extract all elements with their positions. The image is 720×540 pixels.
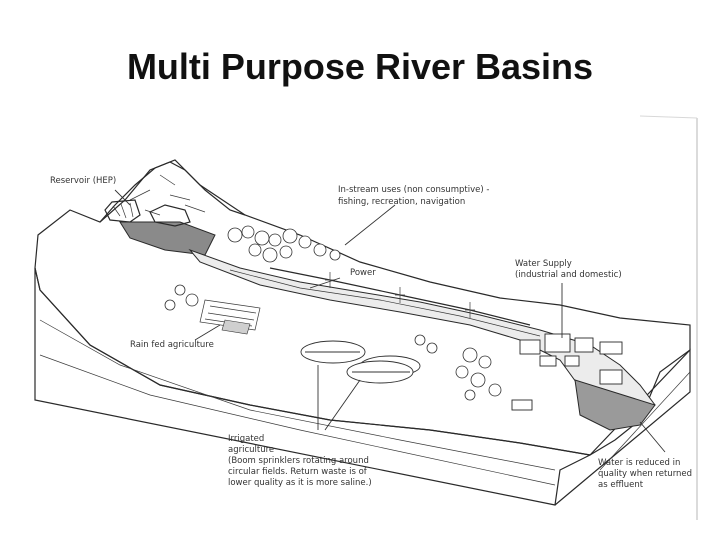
label-irrigated-line5: lower quality as it is more saline.) <box>228 478 372 488</box>
label-rainfed: Rain fed agriculture <box>130 340 214 350</box>
label-irrigated-line1: Irrigated <box>228 434 264 444</box>
label-power: Power <box>350 268 376 278</box>
label-instream-line2: fishing, recreation, navigation <box>338 197 465 207</box>
reservoir-dam <box>104 199 216 256</box>
label-effluent-line2: quality when returned <box>598 469 692 479</box>
forest <box>164 225 502 401</box>
label-effluent-line3: as effluent <box>598 480 644 490</box>
slide-title: Multi Purpose River Basins <box>126 46 594 87</box>
label-irrigated-line4: circular fields. Return waste is of <box>228 467 368 477</box>
town-buildings <box>511 333 623 411</box>
label-water-supply-line2: (industrial and domestic) <box>515 270 622 280</box>
label-irrigated-line3: (Boom sprinklers rotating around <box>228 456 369 466</box>
river <box>188 248 656 431</box>
terrain-block <box>34 159 691 506</box>
label-water-supply-line1: Water Supply <box>515 259 572 269</box>
label-effluent-line1: Water is reduced in <box>598 458 680 468</box>
label-pointers <box>114 189 666 453</box>
mountain <box>99 161 246 223</box>
rainfed-fields <box>199 299 261 335</box>
label-instream-line1: In-stream uses (non consumptive) - <box>338 185 489 195</box>
label-irrigated-line2: agriculture <box>228 445 274 455</box>
river-basin-diagram: Reservoir (HEP) In-stream uses (non cons… <box>34 115 698 520</box>
label-reservoir: Reservoir (HEP) <box>50 176 116 186</box>
irrigated-fields <box>300 340 421 384</box>
scan-border-top <box>639 115 698 119</box>
